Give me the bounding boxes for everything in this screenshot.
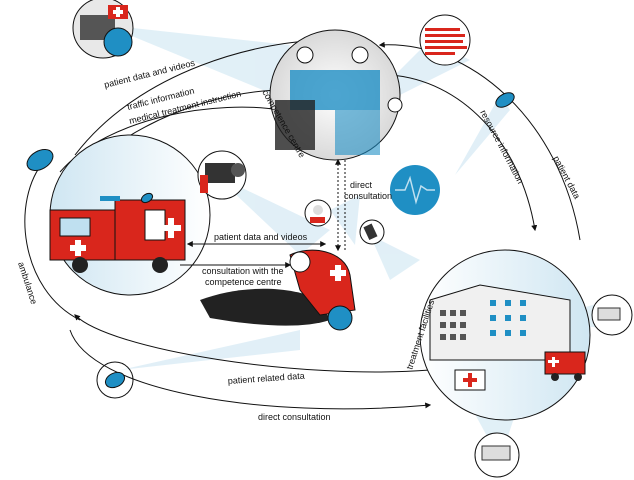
heartbeat-icon: [390, 165, 440, 215]
label-resource-information: resource information: [478, 108, 525, 185]
label-direct-consultation-line1: direct: [350, 180, 373, 190]
label-direct-consultation-bottom: direct consultation: [258, 412, 331, 422]
camera-icon: [197, 150, 247, 200]
data-stripes-inset: [419, 14, 471, 66]
label-patient-data: patient data: [551, 154, 582, 200]
flow-loops: [24, 37, 581, 410]
ambulance-icon: [49, 196, 186, 273]
direct-consultation-link: [335, 158, 346, 252]
label-consultation-line2: competence centre: [205, 277, 282, 287]
small-ambulance-icon: [544, 351, 586, 381]
label-consultation-line1: consultation with the: [202, 266, 284, 276]
hospital-icon: [429, 284, 571, 391]
first-aid-inset: [72, 0, 134, 59]
doctor-face-inset: [304, 199, 332, 227]
label-patient-data-and-videos-mid: patient data and videos: [214, 232, 308, 242]
label-ambulance: ambulance: [16, 261, 39, 306]
patient-scene: [200, 249, 356, 331]
mobile-phone-icon: [359, 219, 385, 245]
label-patient-related-data: patient related data: [227, 371, 305, 386]
satellite-dish-inset: [96, 361, 134, 399]
satellite-dish-icon: [26, 92, 515, 389]
competence-centre-circle: [269, 29, 403, 161]
label-direct-consultation-line2: consultation: [344, 191, 392, 201]
hospital-inset-right: [591, 294, 633, 336]
hospital-inset-bottom: [474, 432, 520, 478]
mid-arrows: [180, 241, 327, 268]
